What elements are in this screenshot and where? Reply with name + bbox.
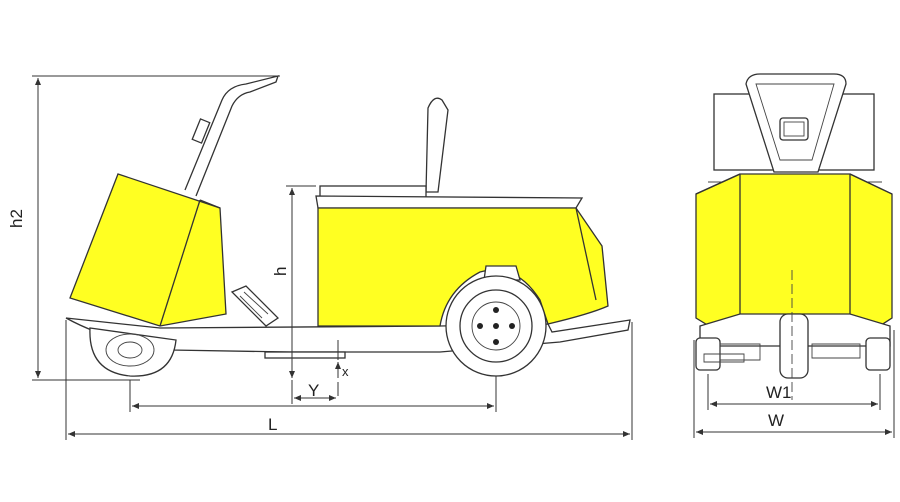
rear-wheel (89, 327, 177, 377)
label-W1: W1 (766, 383, 792, 402)
front-wheel (445, 265, 547, 377)
side-view: h2 h x Y L (7, 75, 633, 440)
front-cowl (69, 173, 227, 327)
seat (319, 97, 449, 199)
label-W: W (768, 411, 784, 430)
label-h2: h2 (7, 209, 26, 228)
front-view: W1 W (693, 73, 895, 438)
label-h: h (271, 267, 290, 276)
main-body (315, 195, 609, 327)
step-plate-box (264, 351, 346, 359)
front-dimensions (693, 330, 895, 438)
dashboard-display (779, 117, 809, 141)
label-Y: Y (308, 381, 319, 400)
steering-column (184, 75, 279, 197)
undercarriage (695, 313, 891, 379)
side-dimensions (32, 75, 633, 440)
label-x: x (342, 364, 349, 379)
label-L: L (268, 415, 277, 434)
steering-wheel (230, 285, 280, 327)
